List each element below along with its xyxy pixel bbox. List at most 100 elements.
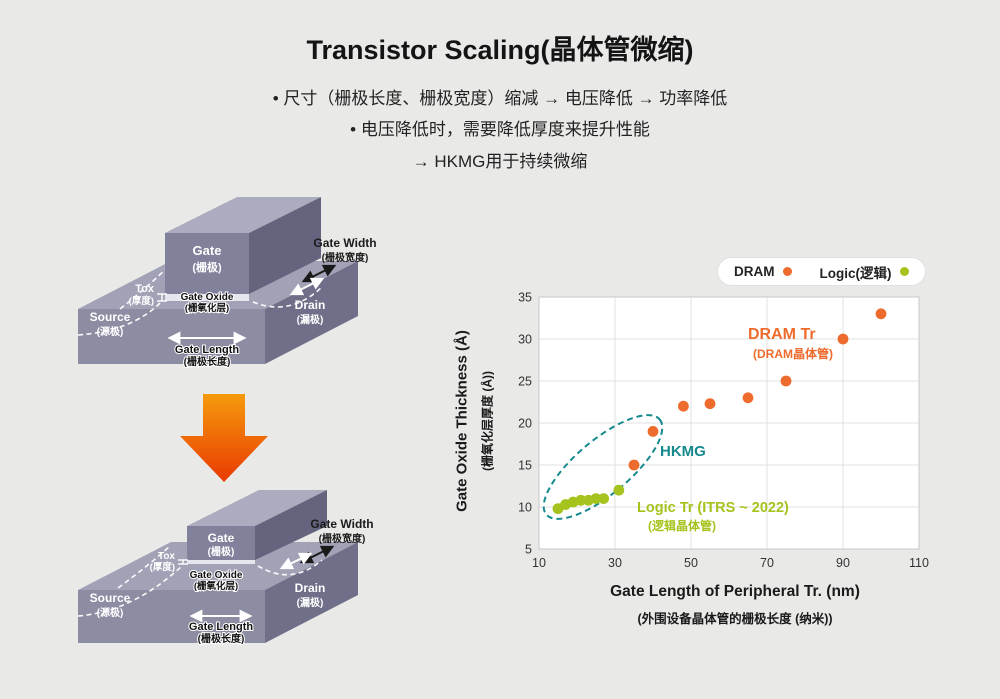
chart-legend: DRAM Logic(逻辑): [718, 258, 925, 285]
dram-annotation-sub: (DRAM晶体管): [753, 347, 833, 361]
y-axis-label: Gate Oxide Thickness (Å): [453, 330, 471, 512]
source-label-cn: (源极): [97, 325, 124, 338]
gate-right-face: [249, 197, 321, 294]
drain-junction-line: [257, 559, 323, 576]
gate-block: [187, 490, 327, 560]
gate-front-face: [165, 233, 249, 294]
tox-bracket: [157, 293, 167, 302]
logic-annotation: Logic Tr (ITRS ~ 2022) (逻辑晶体管): [637, 500, 789, 534]
y-tick-label: 15: [518, 459, 532, 473]
gate-width-label-cn: (栅极宽度): [322, 251, 369, 264]
tox-label-cn: (厚度): [150, 561, 175, 573]
logic-annotation-sub: (逻辑晶体管): [648, 519, 716, 533]
gate-oxide-layer: [165, 294, 249, 301]
y-tick-label: 5: [525, 543, 532, 557]
substrate-front-face: [78, 590, 265, 643]
tox-label: Tox: [135, 283, 155, 295]
gate-label: Gate: [193, 243, 222, 258]
data-point-dram: [742, 392, 754, 404]
y-tick-label: 25: [518, 375, 532, 389]
x-tick-label: 30: [608, 556, 622, 570]
gate-top-face: [187, 490, 327, 526]
page-title: Transistor Scaling(晶体管微缩): [306, 35, 694, 65]
dots-layer: [552, 308, 887, 515]
data-point-dram: [647, 426, 659, 437]
source-label-cn: (源极): [97, 606, 124, 619]
source-junction-line: [77, 302, 161, 336]
drain-width-arrow: [289, 277, 325, 296]
gate-front-face: [187, 526, 255, 560]
gate-oxide-label-cn: (栅氧化层): [194, 580, 238, 592]
data-point-dram: [837, 333, 849, 345]
gate-oxide-label-cn: (栅氧化层): [185, 302, 229, 314]
data-point-dram: [678, 400, 689, 412]
x-tick-label: 50: [684, 556, 698, 570]
y-tick-label: 10: [518, 501, 532, 515]
y-tick-label: 20: [518, 417, 532, 431]
data-point-dram: [780, 375, 792, 387]
data-point-logic: [590, 493, 602, 504]
logic-annotation-text: Logic Tr (ITRS ~ 2022): [637, 500, 789, 516]
y-tick-label: 30: [518, 333, 532, 347]
bullet-2: • 电压降低时，需要降低厚度来提升性能: [350, 120, 650, 140]
drain-label-cn: (漏极): [297, 596, 324, 609]
transistor-diagram-before: Gate (栅极) Gate Width (栅极宽度) Tox (厚度) Gat…: [77, 197, 377, 369]
legend-label-dram: DRAM: [734, 264, 775, 279]
bullet-3: → HKMG用于持续微缩: [412, 151, 588, 171]
transistor-diagram-after: Gate (栅极) Gate Width (栅极宽度) Tox (厚度) Gat…: [77, 490, 374, 646]
y-axis-label-cn: (栅氧化层厚度 (Å)): [480, 371, 495, 471]
gate-width-label: Gate Width: [313, 236, 376, 250]
drain-label: Drain: [295, 581, 326, 595]
gate-length-label: Gate Length: [175, 344, 239, 356]
gate-length-label-cn: (栅极长度): [184, 355, 231, 368]
x-axis-label: Gate Length of Peripheral Tr. (nm): [610, 583, 860, 600]
x-tick-label: 70: [760, 556, 774, 570]
gate-right-face: [255, 490, 327, 560]
x-tick-label: 90: [836, 556, 850, 570]
drain-label: Drain: [295, 298, 326, 312]
x-axis-label-cn: (外围设备晶体管的栅极长度 (纳米)): [637, 612, 833, 626]
gate-oxide-layer: [187, 560, 255, 564]
data-point-dram: [628, 459, 640, 471]
tox-bracket: [178, 559, 188, 565]
gate-label: Gate: [208, 531, 235, 545]
dram-dot-icon: [782, 267, 792, 276]
data-point-logic: [613, 484, 625, 496]
down-arrow-icon: [180, 394, 268, 482]
legend-label-logic: Logic(逻辑): [819, 265, 892, 281]
gate-label-cn: (栅极): [208, 545, 235, 558]
tox-label-cn: (厚度): [129, 295, 154, 307]
data-point-dram: [704, 398, 716, 410]
gate-width-label: Gate Width: [310, 517, 373, 531]
gate-oxide-label: Gate Oxide: [190, 570, 243, 581]
source-label: Source: [90, 591, 131, 605]
gate-length-label-cn: (栅极长度): [198, 632, 245, 645]
x-tick-label: 10: [532, 556, 546, 570]
gate-label-cn: (栅极): [192, 260, 222, 274]
source-junction-line-top: [117, 545, 171, 589]
data-point-logic: [598, 493, 609, 504]
source-label: Source: [90, 310, 131, 324]
bullet-1: • 尺寸（栅极长度、栅极宽度）缩减 → 电压降低 → 功率降低: [272, 89, 728, 108]
substrate-right-face: [265, 261, 358, 364]
data-point-logic: [575, 494, 587, 506]
hkmg-annotation: HKMG: [660, 443, 706, 460]
drain-junction-line: [252, 286, 323, 308]
substrate-right-face: [265, 542, 358, 643]
source-junction-line: [77, 565, 183, 617]
drain-label-cn: (漏极): [297, 313, 324, 326]
drain-width-arrow: [279, 552, 313, 570]
gate-oxide-label: Gate Oxide: [181, 292, 234, 303]
logic-dot-icon: [899, 267, 909, 276]
bullet-list: • 尺寸（栅极长度、栅极宽度）缩减 → 电压降低 → 功率降低 • 电压降低时，…: [0, 83, 1000, 177]
dram-annotation-text: DRAM Tr: [748, 326, 816, 343]
gate-top-face: [165, 197, 321, 233]
gate-block: [165, 197, 321, 294]
tox-label: Tox: [158, 551, 175, 562]
data-point-dram: [875, 308, 887, 320]
gate-width-label-cn: (栅极宽度): [319, 532, 366, 545]
